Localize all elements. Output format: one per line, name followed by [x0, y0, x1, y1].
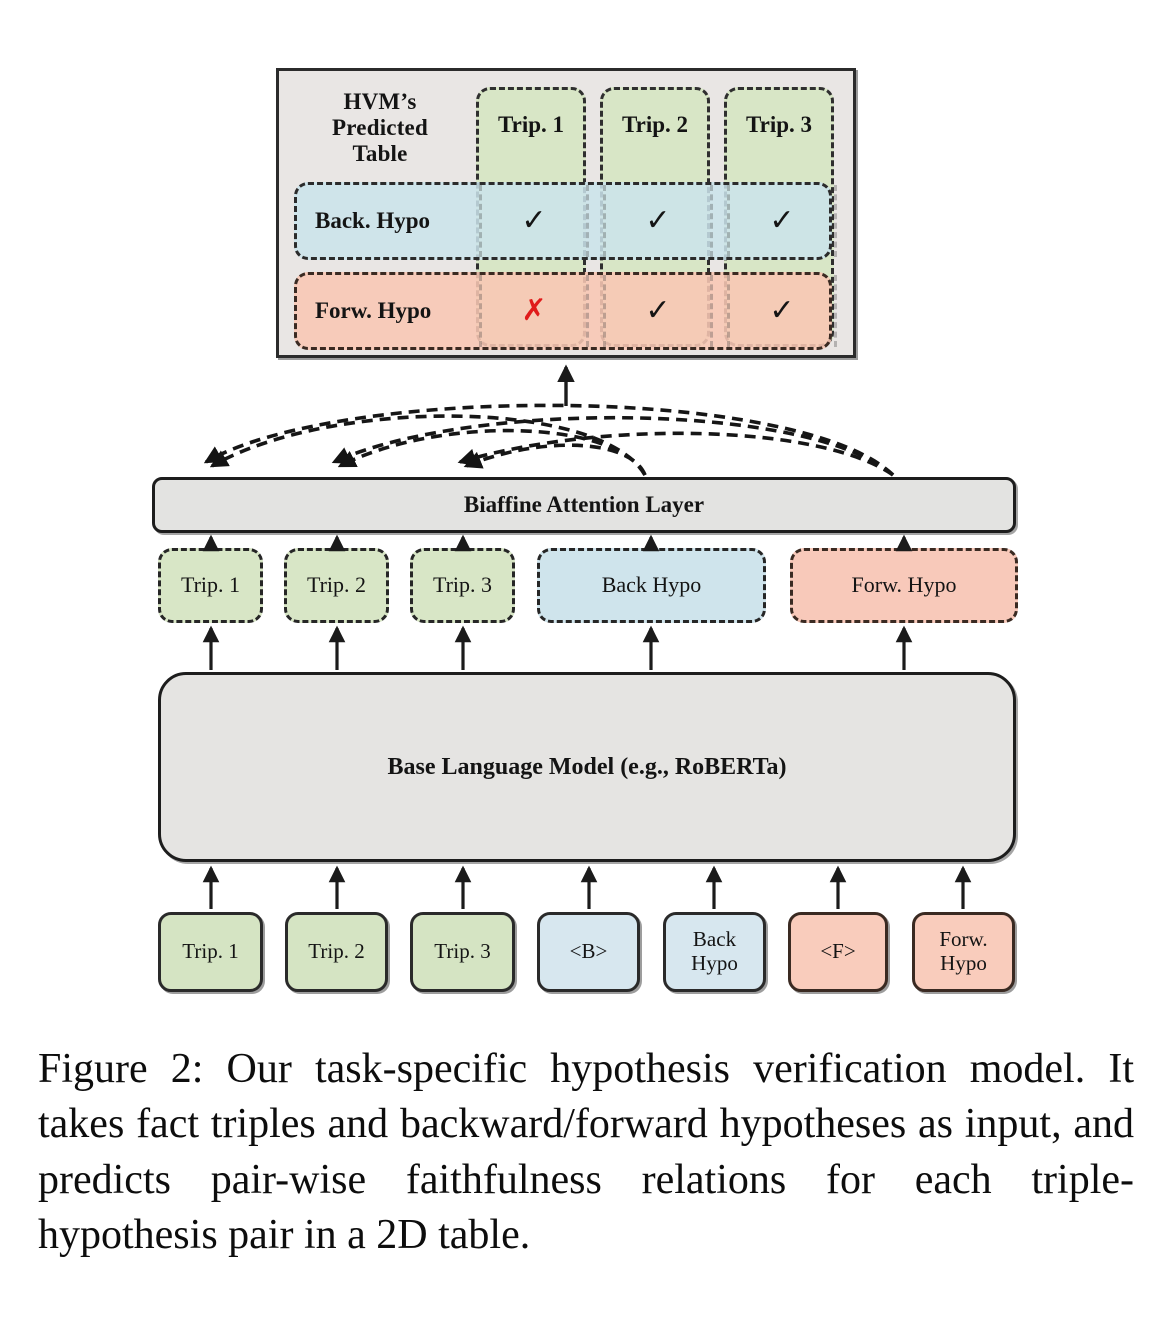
cell-back-trip-3: ✓ — [769, 203, 795, 239]
input-token-forw-hypo: Forw. Hypo — [912, 912, 1015, 992]
base-language-model: Base Language Model (e.g., RoBERTa) — [158, 672, 1016, 862]
input-token-back-hypo: Back Hypo — [663, 912, 766, 992]
cell-forw-trip-3: ✓ — [769, 293, 795, 329]
hidden-state-back-hypo: Back Hypo — [537, 548, 766, 623]
predicted-table-title-line-3: Table — [352, 140, 408, 166]
input-token-trip-1-label: Trip. 1 — [182, 939, 239, 964]
predicted-table-title-line-1: HVM’s — [343, 89, 417, 115]
table-row-back-hypo: Back. Hypo ✓ ✓ ✓ — [294, 182, 837, 260]
input-token-trip-3: Trip. 3 — [410, 912, 515, 992]
input-token-trip-3-label: Trip. 3 — [434, 939, 491, 964]
table-row-forw-hypo: Forw. Hypo ✗ ✓ ✓ — [294, 272, 837, 350]
input-token-forw-marker-label: <F> — [820, 939, 856, 964]
input-token-trip-2-label: Trip. 2 — [308, 939, 365, 964]
input-token-forw-hypo-line-1: Forw. — [939, 927, 988, 952]
figure-caption: Figure 2: Our task-specific hypothesis v… — [38, 1046, 1134, 1259]
biaffine-attention-layer: Biaffine Attention Layer — [152, 477, 1016, 533]
cell-back-trip-1: ✓ — [521, 203, 547, 239]
arc-back-hypo-to-trip-1 — [209, 414, 647, 476]
predicted-table-title-line-2: Predicted — [332, 115, 428, 141]
arc-back-hypo-to-trip-3 — [463, 443, 647, 476]
arc-forw-hypo-to-trip-3 — [457, 431, 895, 477]
input-token-trip-2: Trip. 2 — [285, 912, 388, 992]
arc-forw-hypo-to-trip-1 — [203, 403, 895, 477]
arc-forw-hypo-to-trip-2 — [331, 415, 895, 477]
row-label-back-hypo: Back. Hypo — [315, 208, 431, 234]
hidden-state-forw-hypo: Forw. Hypo — [790, 548, 1018, 623]
input-token-back-hypo-line-2: Hypo — [691, 951, 738, 975]
input-token-forw-marker: <F> — [788, 912, 888, 992]
hidden-state-trip-3: Trip. 3 — [410, 548, 515, 623]
cell-forw-trip-2: ✓ — [645, 293, 671, 329]
cell-forw-trip-1: ✗ — [521, 293, 547, 329]
predicted-table-title: HVM’s Predicted Table — [292, 80, 468, 176]
input-token-back-marker-label: <B> — [569, 939, 608, 964]
arc-back-hypo-to-trip-2 — [337, 428, 647, 476]
hidden-state-trip-1: Trip. 1 — [158, 548, 263, 623]
input-token-back-marker: <B> — [537, 912, 640, 992]
cell-back-trip-2: ✓ — [645, 203, 671, 239]
hidden-state-trip-2: Trip. 2 — [284, 548, 389, 623]
row-label-forw-hypo: Forw. Hypo — [315, 298, 432, 324]
input-token-back-hypo-line-1: Back — [692, 927, 737, 952]
input-token-forw-hypo-line-2: Hypo — [940, 951, 987, 975]
input-token-trip-1: Trip. 1 — [158, 912, 263, 992]
